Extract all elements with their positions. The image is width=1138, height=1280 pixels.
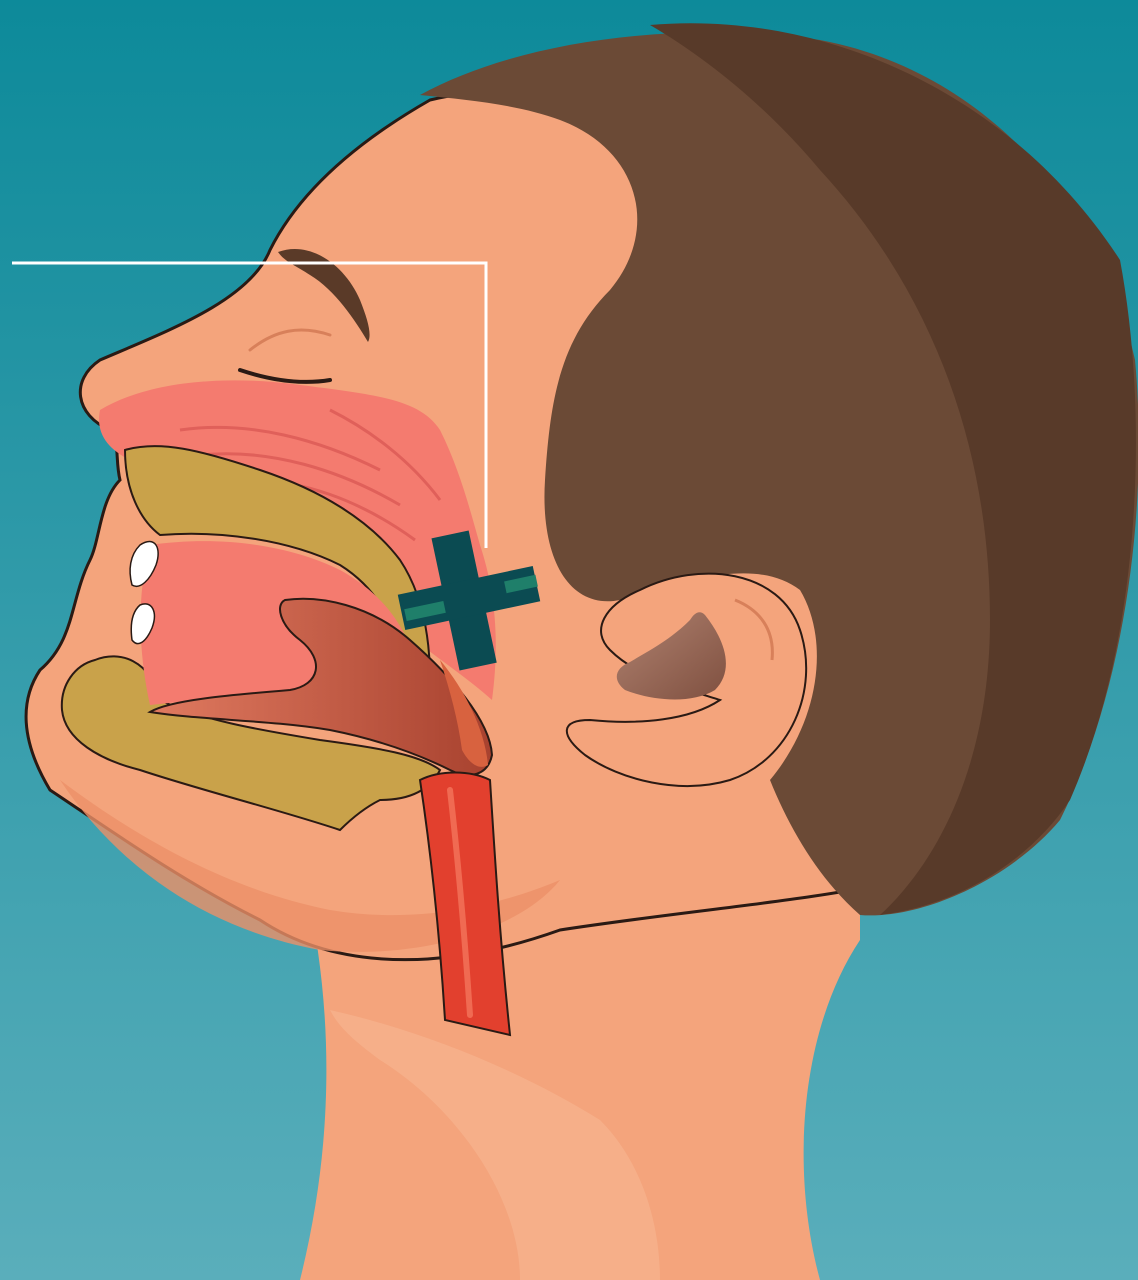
diagram-canvas — [0, 0, 1138, 1280]
anatomy-diagram — [0, 0, 1138, 1280]
